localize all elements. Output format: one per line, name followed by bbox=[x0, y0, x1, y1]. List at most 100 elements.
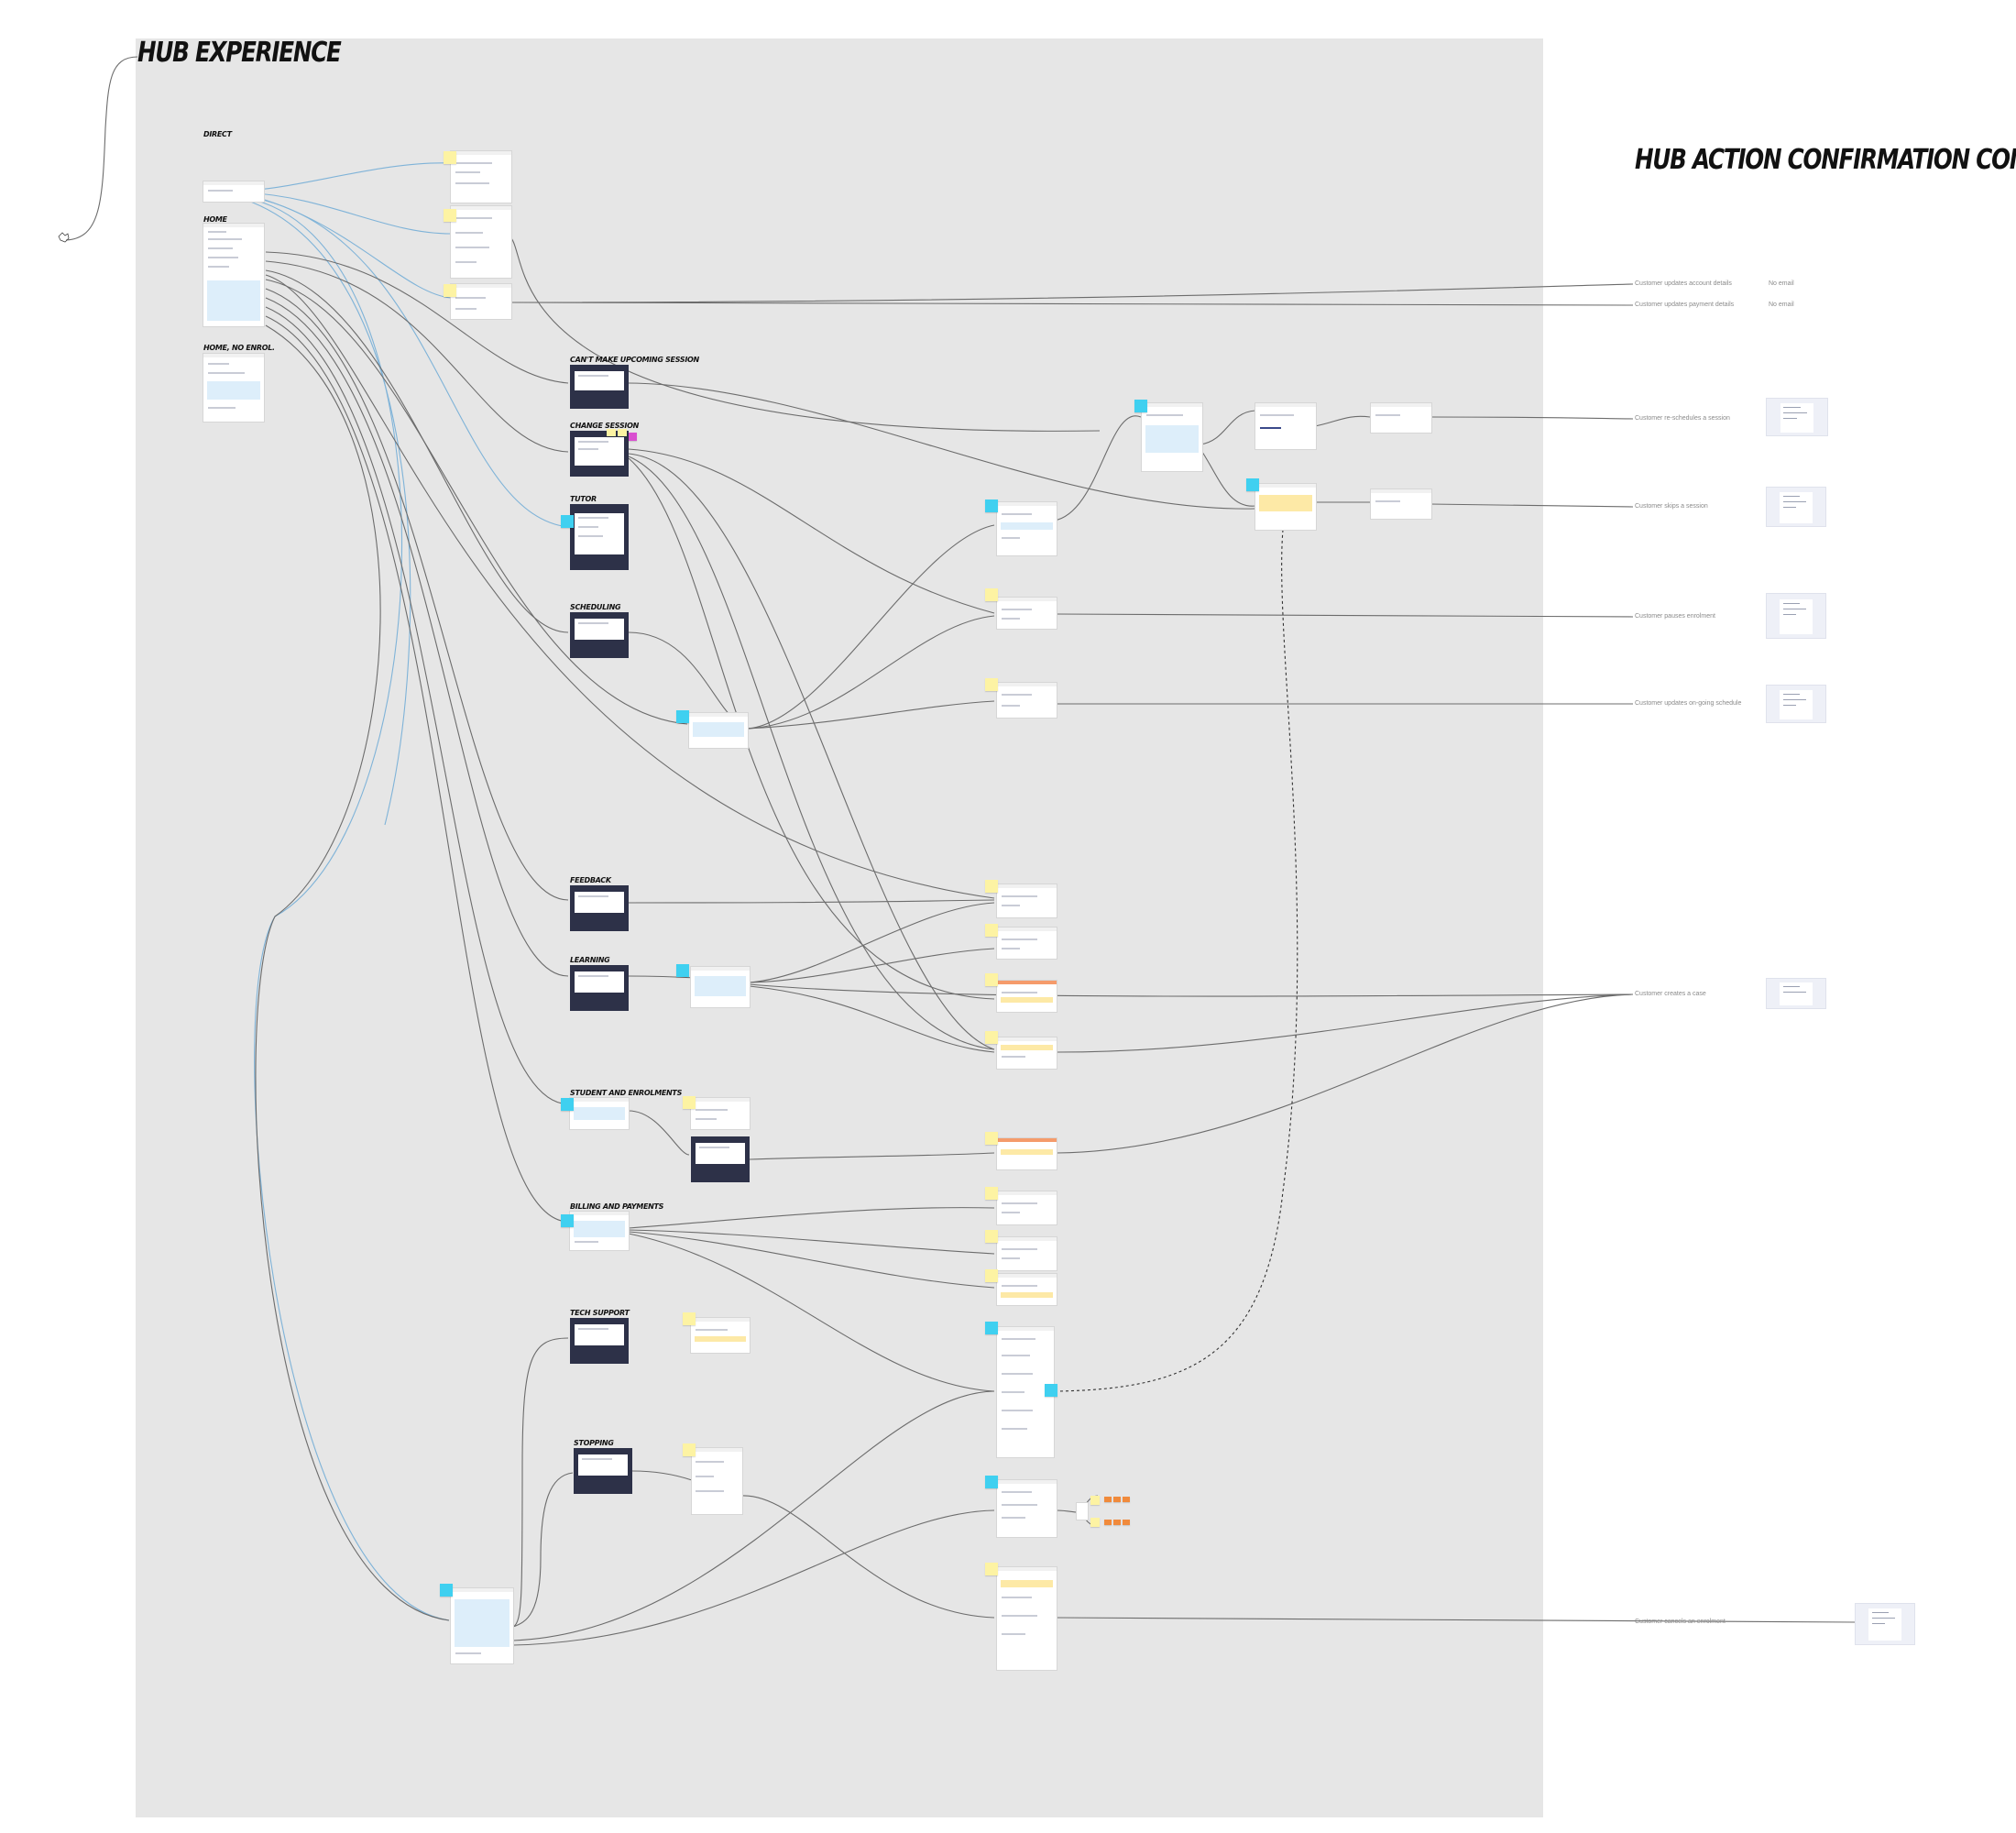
sticky-note[interactable] bbox=[1090, 1518, 1100, 1527]
screen-reschedule-select[interactable] bbox=[1142, 403, 1202, 471]
sticky-note[interactable] bbox=[561, 1098, 574, 1111]
screen-scheduling[interactable] bbox=[570, 612, 629, 658]
sticky-note[interactable] bbox=[985, 1476, 998, 1488]
screen-learning-report[interactable] bbox=[997, 927, 1057, 959]
screen-home-no-enrol[interactable] bbox=[203, 354, 264, 422]
screen-account-settings[interactable] bbox=[451, 284, 511, 319]
screen-billing[interactable] bbox=[570, 1212, 629, 1250]
screen-payment-details[interactable] bbox=[451, 206, 511, 278]
screen-billing-history[interactable] bbox=[997, 1191, 1057, 1224]
sticky-note[interactable] bbox=[985, 1187, 998, 1200]
screen-ongoing-schedule[interactable] bbox=[997, 683, 1057, 718]
sticky-note[interactable] bbox=[618, 429, 627, 436]
connector-line bbox=[510, 283, 1634, 303]
screen-cant-make-session[interactable] bbox=[570, 365, 629, 409]
sticky-note[interactable] bbox=[444, 209, 456, 222]
sticky-note[interactable] bbox=[1123, 1497, 1130, 1502]
screen-cancel-reason[interactable] bbox=[997, 1480, 1057, 1537]
screen-pause-enrolment[interactable] bbox=[997, 598, 1057, 629]
email-thumbnail[interactable] bbox=[1767, 686, 1825, 722]
sticky-note[interactable] bbox=[1123, 1520, 1130, 1525]
sticky-note[interactable] bbox=[440, 1584, 453, 1597]
screen-learning[interactable] bbox=[570, 965, 629, 1011]
sticky-note[interactable] bbox=[676, 964, 689, 977]
sticky-note[interactable] bbox=[985, 1031, 998, 1044]
screen-case-detail[interactable] bbox=[997, 1037, 1057, 1069]
screen-tutor[interactable] bbox=[570, 504, 629, 570]
sticky-note[interactable] bbox=[683, 1096, 696, 1109]
sticky-note[interactable] bbox=[1113, 1497, 1121, 1502]
email-thumbnail[interactable] bbox=[1767, 399, 1827, 435]
sticky-note[interactable] bbox=[683, 1312, 696, 1325]
sticky-note[interactable] bbox=[444, 151, 456, 164]
sticky-note[interactable] bbox=[1104, 1520, 1112, 1525]
connector-line bbox=[510, 237, 1101, 432]
screen-case-form[interactable] bbox=[997, 981, 1057, 1012]
screen-direct[interactable] bbox=[203, 181, 264, 202]
sticky-note[interactable] bbox=[629, 433, 637, 441]
connector-line bbox=[628, 1233, 995, 1392]
sticky-note[interactable] bbox=[985, 588, 998, 601]
screen-skip-confirm[interactable] bbox=[1255, 484, 1316, 530]
sticky-note[interactable] bbox=[985, 973, 998, 986]
email-thumbnail[interactable] bbox=[1767, 979, 1825, 1008]
screen-learning-options[interactable] bbox=[691, 967, 750, 1007]
hub-experience-frame[interactable] bbox=[136, 38, 1543, 1817]
screen-feedback-form[interactable] bbox=[997, 884, 1057, 917]
screen-tech-support[interactable] bbox=[570, 1318, 629, 1364]
sticky-note[interactable] bbox=[1246, 478, 1259, 491]
sticky-note[interactable] bbox=[985, 1132, 998, 1145]
comm-row-label: Customer pauses enrolment bbox=[1635, 613, 1715, 620]
email-thumbnail[interactable] bbox=[1767, 488, 1825, 526]
sticky-note[interactable] bbox=[985, 1269, 998, 1282]
connector-line bbox=[749, 985, 995, 1053]
sticky-note[interactable] bbox=[985, 499, 998, 512]
screen-enrolment-terms[interactable] bbox=[997, 1327, 1054, 1457]
sticky-note[interactable] bbox=[985, 1563, 998, 1575]
screen-account-menu[interactable] bbox=[451, 1588, 513, 1663]
sticky-note[interactable] bbox=[561, 515, 574, 528]
sticky-note[interactable] bbox=[561, 1214, 574, 1227]
sticky-note[interactable] bbox=[985, 1322, 998, 1334]
sticky-note[interactable] bbox=[444, 284, 456, 297]
email-thumbnail[interactable] bbox=[1856, 1604, 1914, 1644]
screen-stopping[interactable] bbox=[574, 1448, 632, 1494]
sticky-note[interactable] bbox=[1113, 1520, 1121, 1525]
screen-student-enrolments[interactable] bbox=[570, 1098, 629, 1129]
screen-billing-invoice[interactable] bbox=[997, 1237, 1057, 1270]
screen-scheduling-options[interactable] bbox=[689, 713, 748, 748]
sticky-note[interactable] bbox=[1090, 1496, 1100, 1505]
decision-node[interactable] bbox=[1077, 1503, 1088, 1520]
screen-reschedule-done[interactable] bbox=[1371, 403, 1431, 433]
screen-cancel-enrolment[interactable] bbox=[997, 1567, 1057, 1670]
screen-home[interactable] bbox=[203, 224, 264, 326]
screen-enrolment-case[interactable] bbox=[997, 1138, 1057, 1169]
sticky-note[interactable] bbox=[1045, 1384, 1057, 1397]
screen-skip-done[interactable] bbox=[1371, 489, 1431, 519]
sticky-note[interactable] bbox=[985, 1230, 998, 1243]
sticky-note[interactable] bbox=[985, 880, 998, 893]
sticky-note[interactable] bbox=[676, 710, 689, 723]
sticky-note[interactable] bbox=[1104, 1497, 1112, 1502]
screen-reschedule-confirm[interactable] bbox=[1255, 403, 1316, 449]
sticky-note[interactable] bbox=[683, 1443, 696, 1456]
screen-feedback[interactable] bbox=[570, 885, 629, 931]
connector-line bbox=[628, 457, 995, 1000]
email-thumbnail[interactable] bbox=[1767, 594, 1825, 638]
screen-stopping-form[interactable] bbox=[692, 1448, 742, 1514]
screen-skip-session[interactable] bbox=[997, 502, 1057, 555]
connector-line bbox=[746, 700, 995, 730]
sticky-note[interactable] bbox=[607, 429, 616, 436]
sticky-note[interactable] bbox=[985, 678, 998, 691]
sticky-note[interactable] bbox=[985, 924, 998, 937]
section-label-learning: LEARNING bbox=[570, 956, 610, 964]
comm-row-label: Customer cancels an enrolment bbox=[1635, 1619, 1726, 1625]
screen-billing-plan[interactable] bbox=[997, 1274, 1057, 1305]
screen-change-session[interactable] bbox=[570, 431, 629, 477]
screen-tech-support-form[interactable] bbox=[691, 1318, 750, 1353]
screen-account-details[interactable] bbox=[451, 151, 511, 203]
sticky-note[interactable] bbox=[1134, 400, 1147, 412]
screen-add-student[interactable] bbox=[691, 1098, 750, 1129]
screen-enrolment-detail[interactable] bbox=[691, 1136, 750, 1182]
